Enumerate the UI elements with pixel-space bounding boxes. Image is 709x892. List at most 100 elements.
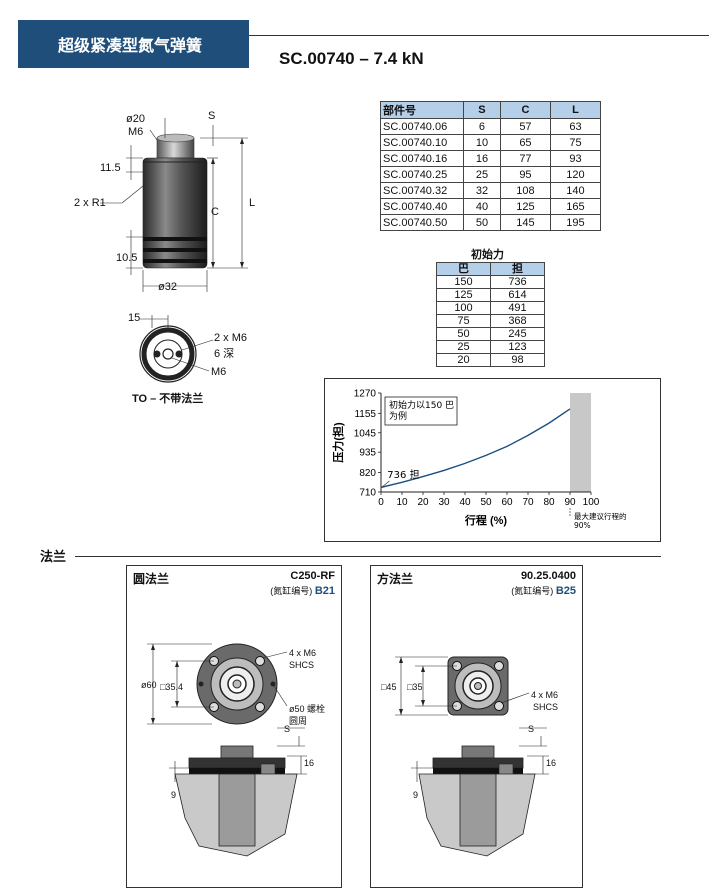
table-cell: 140 <box>549 182 602 199</box>
table-cell: 16 <box>463 150 501 167</box>
square-flange-title: 方法兰 <box>377 572 414 586</box>
round-flange-panel: 圆法兰 C250-RF (氮缸编号) B21 <box>126 565 342 888</box>
chart-x-tick-label: 0 <box>378 497 384 508</box>
square-bolts-type: SHCS <box>533 702 559 712</box>
table-cell: 195 <box>549 214 602 231</box>
chart-note-text: 为例 <box>389 410 407 422</box>
square-dim-9: 9 <box>413 790 419 800</box>
table-cell: 491 <box>490 301 545 315</box>
table-cell: 77 <box>499 150 551 167</box>
round-bolts-type: SHCS <box>289 660 315 670</box>
chart-shaded-region <box>570 393 591 492</box>
col-l: L <box>549 101 602 119</box>
chart-x-tick-label: 70 <box>522 497 534 508</box>
table-cell: 63 <box>549 118 602 135</box>
table-cell: 40 <box>463 198 501 215</box>
chart-start-leader <box>381 480 390 488</box>
round-flange-ref-code: B21 <box>314 585 335 597</box>
square-flange-panel: 方法兰 90.25.0400 (氮缸编号) B25 <box>370 565 583 888</box>
table-cell: 6 <box>463 118 501 135</box>
table-cell: 25 <box>436 340 491 354</box>
round-pcd-label: ø50 螺栓 <box>289 704 326 714</box>
round-dim-16: 16 <box>304 758 315 768</box>
stroke-s-label: S <box>208 110 216 122</box>
col-part-number: 部件号 <box>380 101 464 119</box>
table-cell: 50 <box>463 214 501 231</box>
round-dim-s: S <box>284 724 291 734</box>
table-cell: SC.00740.25 <box>380 166 464 183</box>
chart-y-axis-label: 压力(担) <box>331 422 345 463</box>
body-diameter-label: ø32 <box>158 281 177 293</box>
square-flange-ref: (氮缸编号) B25 <box>511 584 576 597</box>
chart-max-note: 90% <box>574 521 591 530</box>
chart-note-box <box>384 396 458 426</box>
table-cell: 123 <box>490 340 545 354</box>
round-pcd-label-2: 圆周 <box>289 716 308 726</box>
drawing-caption: TO – 不带法兰 <box>132 393 204 405</box>
rod-thread-label: M6 <box>128 126 144 138</box>
rod-diameter-label: ø20 <box>126 113 145 125</box>
table-cell: SC.00740.06 <box>380 118 464 135</box>
table-cell: 95 <box>499 166 551 183</box>
chart-x-tick-label: 30 <box>438 497 450 508</box>
table-cell: 120 <box>549 166 602 183</box>
table-cell: 75 <box>549 134 602 151</box>
chart-x-tick-label: 10 <box>396 497 408 508</box>
chart-start-label: 736 担 <box>387 469 419 481</box>
col-bar: 巴 <box>436 262 491 276</box>
table-cell: 32 <box>463 182 501 199</box>
square-bolts-label: 4 x M6 <box>531 690 559 700</box>
chart-note-text: 初始力以150 巴 <box>389 399 454 411</box>
chart-y-tick-label: 1045 <box>354 428 377 439</box>
dim-10-5-label: 10.5 <box>116 252 138 264</box>
bottom-holes-label: 2 x M6 <box>214 332 248 344</box>
chart-y-tick-label: 820 <box>359 468 376 479</box>
dim-l-label: L <box>249 197 256 209</box>
round-flange-ref-label: (氮缸编号) <box>270 586 313 596</box>
table-cell: SC.00740.50 <box>380 214 464 231</box>
chart-y-tick-label: 1270 <box>354 389 377 400</box>
table-cell: 108 <box>499 182 551 199</box>
table-cell: 57 <box>499 118 551 135</box>
square-flange-drawing <box>395 656 549 857</box>
table-cell: 50 <box>436 327 491 341</box>
force-table-header: 巴 担 <box>436 262 545 276</box>
chart-x-tick-label: 20 <box>417 497 429 508</box>
flange-section-label: 法兰 <box>40 549 67 564</box>
square-dim-35: □35 <box>407 682 423 692</box>
table-cell: 150 <box>436 275 491 289</box>
table-cell: SC.00740.32 <box>380 182 464 199</box>
table-cell: SC.00740.10 <box>380 134 464 151</box>
round-bolts-label: 4 x M6 <box>289 648 317 658</box>
chart-x-tick-label: 60 <box>501 497 513 508</box>
table-cell: 75 <box>436 314 491 328</box>
table-cell: 165 <box>549 198 602 215</box>
table-cell: 93 <box>549 150 602 167</box>
table-cell: 10 <box>463 134 501 151</box>
square-dim-45: □45 <box>381 682 397 692</box>
round-flange-code: C250-RF <box>290 570 335 582</box>
table-cell: 125 <box>499 198 551 215</box>
chart-x-tick-label: 100 <box>583 497 600 508</box>
bottom-center-label: M6 <box>211 366 227 378</box>
col-dan: 担 <box>490 262 545 276</box>
chart-x-tick-label: 80 <box>543 497 555 508</box>
round-dim-35-4: □35.4 <box>160 682 183 692</box>
square-flange-code: 90.25.0400 <box>520 570 576 582</box>
page-title: 超级紧凑型氮气弹簧 <box>18 20 249 68</box>
bottom-15-label: 15 <box>128 312 141 324</box>
chart-y-tick-label: 935 <box>359 448 376 459</box>
col-s: S <box>463 101 501 119</box>
round-flange-drawing <box>147 643 307 857</box>
table-cell: SC.00740.16 <box>380 150 464 167</box>
